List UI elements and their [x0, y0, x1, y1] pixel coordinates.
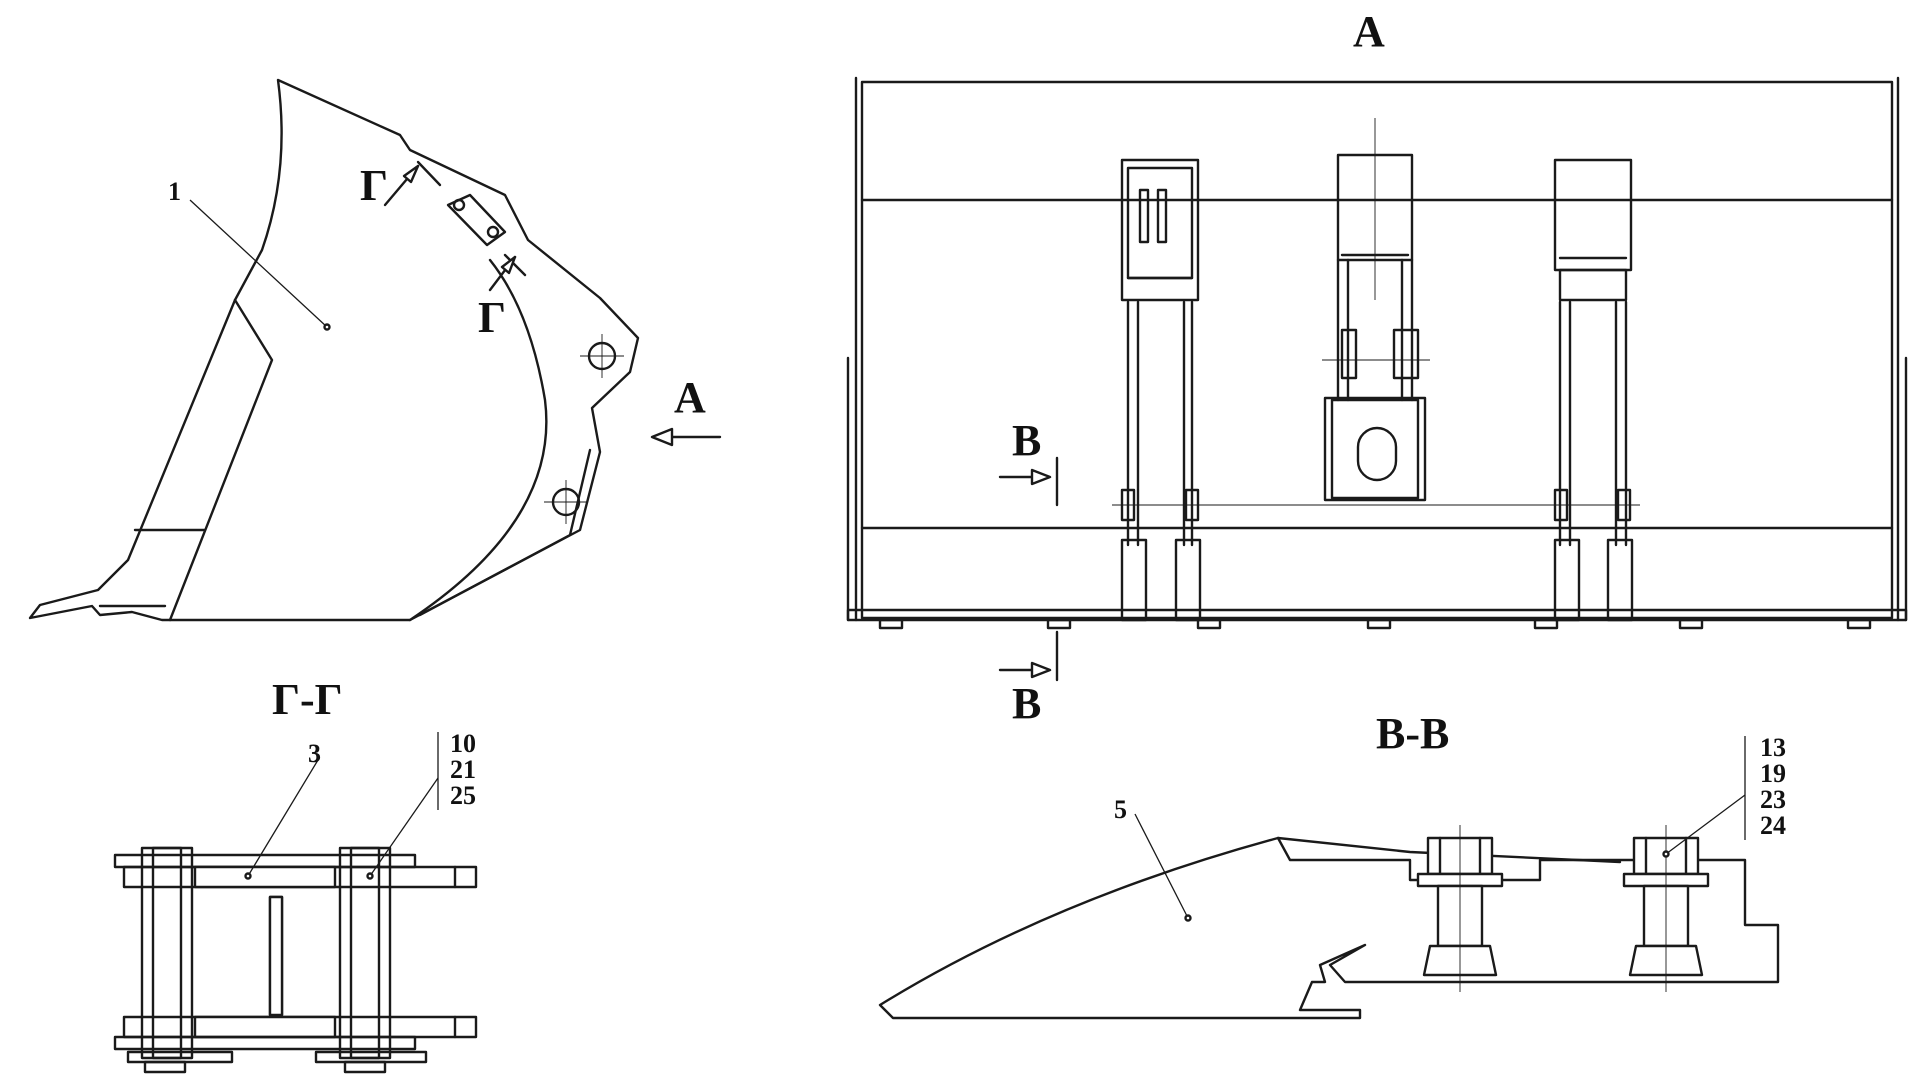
right-mount-bracket — [1553, 158, 1634, 622]
section-g-top-label: Г — [360, 161, 388, 210]
callout-g-item-1: 10 — [450, 729, 476, 758]
section-v-title: В-В — [1376, 709, 1449, 758]
bolt-right — [1622, 825, 1710, 992]
callout-3: 3 — [308, 739, 321, 768]
callout-v-item-1: 13 — [1760, 733, 1786, 762]
bucket-side-outline — [28, 78, 640, 622]
callout-1-leader — [189, 199, 328, 328]
section-v-top-label: В — [1012, 416, 1041, 465]
callout-1: 1 — [168, 177, 181, 206]
section-g-view: Г-Г 3 10 21 25 — [113, 675, 478, 1074]
callout-5: 5 — [1114, 795, 1127, 824]
pin-right — [338, 846, 392, 1060]
latch-bracket — [446, 193, 507, 247]
cutting-edge-bolts — [878, 618, 1872, 630]
bucket-rear-plate — [418, 448, 592, 617]
callout-v-item-4: 24 — [1760, 811, 1786, 840]
tooth-adapter — [878, 836, 1780, 1020]
callout-g-item-3: 25 — [450, 781, 476, 810]
section-v-view: В-В 5 13 19 23 24 — [878, 709, 1786, 1020]
front-view: А — [846, 7, 1908, 728]
bolt-left — [1416, 825, 1504, 992]
view-a-label: А — [674, 373, 706, 422]
front-outer-frame — [860, 80, 1894, 620]
section-g-title: Г-Г — [272, 675, 343, 724]
section-v-bottom-label: В — [1012, 679, 1041, 728]
bucket-inner-back — [168, 298, 274, 622]
callout-g-item-2: 21 — [450, 755, 476, 784]
pin-left — [140, 846, 194, 1060]
center-mount-bracket — [1322, 118, 1430, 502]
left-mount-bracket — [1120, 158, 1202, 622]
side-view: 1 Г Г А — [28, 78, 722, 622]
callout-v-item-2: 19 — [1760, 759, 1786, 788]
callout-v-item-3: 23 — [1760, 785, 1786, 814]
section-g-bottom-label: Г — [478, 293, 506, 342]
front-view-title: А — [1353, 7, 1385, 56]
bucket-inner-curve — [408, 258, 548, 622]
